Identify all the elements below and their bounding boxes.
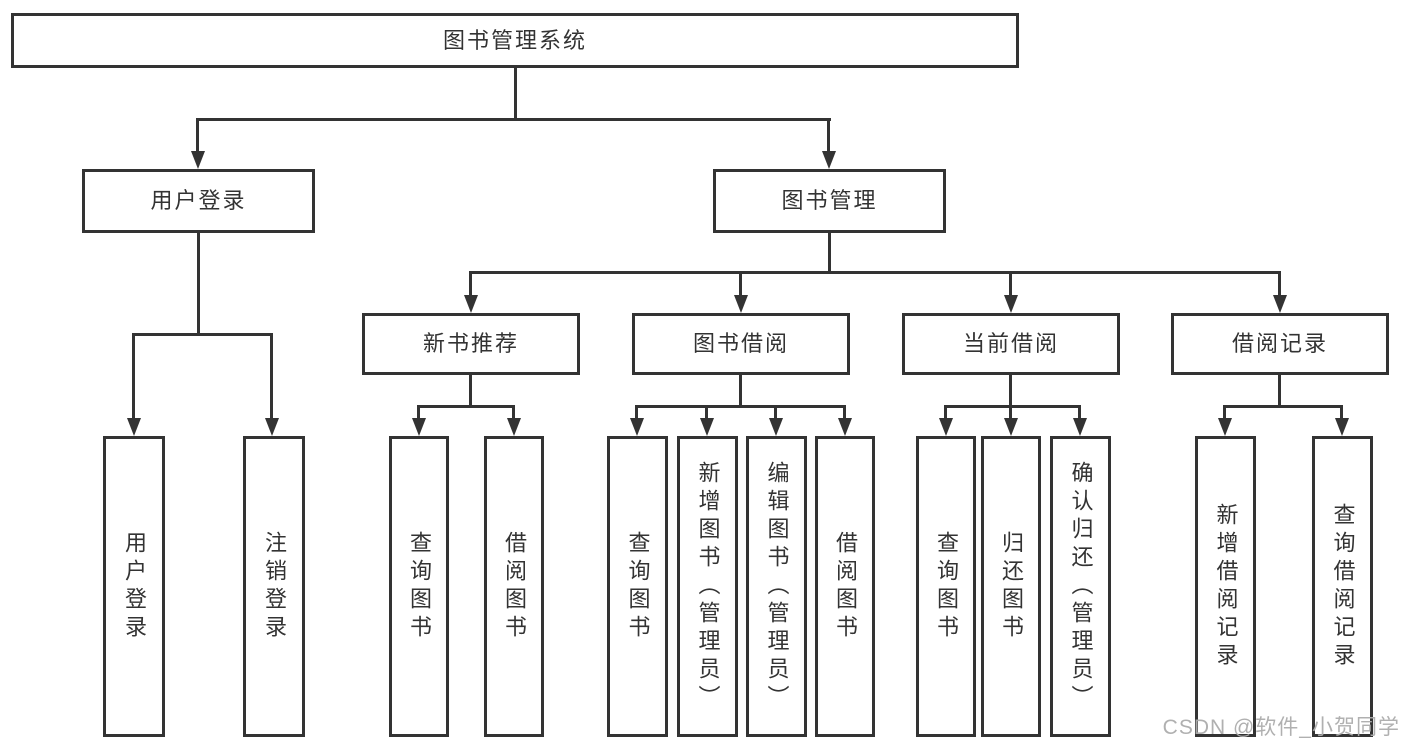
leaf-label: 查询借阅记录 xyxy=(1330,502,1356,671)
csdn-watermark: CSDN @软件_小贺同学 xyxy=(1162,716,1400,739)
leaf-add-borrow-record: 新增借阅记录 xyxy=(1195,436,1256,737)
leaf-user-login: 用户登录 xyxy=(103,436,165,737)
connector-bar xyxy=(636,405,846,408)
node-label: 图书管理 xyxy=(781,188,878,213)
node-label: 新书推荐 xyxy=(422,331,519,356)
connector-stem xyxy=(1278,375,1281,408)
arrow-down-icon xyxy=(822,118,836,169)
arrow-down-icon xyxy=(1335,405,1349,436)
node-library-management-system: 图书管理系统 xyxy=(11,13,1019,68)
leaf-label: 归还图书 xyxy=(999,530,1024,643)
arrow-down-icon xyxy=(507,405,521,436)
arrow-down-icon xyxy=(1004,405,1018,436)
leaf-label: 查询图书 xyxy=(625,530,651,643)
connector-bar xyxy=(418,405,515,408)
arrow-down-icon xyxy=(127,333,141,436)
arrow-down-icon xyxy=(412,405,426,436)
node-label: 图书借阅 xyxy=(692,331,789,356)
leaf-label: 用户登录 xyxy=(122,530,147,643)
arrow-down-icon xyxy=(1273,271,1287,313)
connector-stem xyxy=(739,375,742,408)
connector-root-stem xyxy=(514,68,517,121)
arrow-down-icon xyxy=(1218,405,1232,436)
leaf-label: 借阅图书 xyxy=(833,530,858,643)
leaf-query-books: 查询图书 xyxy=(389,436,449,737)
arrow-down-icon xyxy=(769,405,783,436)
connector-book-management-bar xyxy=(470,271,1281,274)
node-borrowing-records: 借阅记录 xyxy=(1171,313,1389,375)
leaf-label: 注销登录 xyxy=(262,530,287,643)
leaf-borrow-books: 借阅图书 xyxy=(484,436,544,737)
node-book-borrowing: 图书借阅 xyxy=(632,313,850,375)
connector-stem xyxy=(469,375,472,408)
node-new-book-recommendation: 新书推荐 xyxy=(362,313,580,375)
arrow-down-icon xyxy=(464,271,478,313)
arrow-down-icon xyxy=(1004,271,1018,313)
node-label: 用户登录 xyxy=(150,188,247,213)
leaf-edit-books-admin: 编辑图书（管理员） xyxy=(746,436,807,737)
arrow-down-icon xyxy=(700,405,714,436)
connector-stem xyxy=(1009,375,1012,408)
arrow-down-icon xyxy=(630,405,644,436)
arrow-down-icon xyxy=(838,405,852,436)
node-book-management: 图书管理 xyxy=(713,169,946,233)
leaf-label: 编辑图书（管理员） xyxy=(764,460,790,713)
connector-root-bar xyxy=(197,118,831,121)
leaf-confirm-return-admin: 确认归还（管理员） xyxy=(1050,436,1111,737)
node-label: 图书管理系统 xyxy=(442,27,587,53)
leaf-add-books-admin: 新增图书（管理员） xyxy=(677,436,738,737)
node-label: 当前借阅 xyxy=(962,331,1059,356)
leaf-label: 新增图书（管理员） xyxy=(695,460,721,713)
leaf-label: 查询图书 xyxy=(934,530,959,643)
leaf-borrow-books: 借阅图书 xyxy=(815,436,875,737)
leaf-query-books: 查询图书 xyxy=(916,436,976,737)
node-label: 借阅记录 xyxy=(1231,331,1328,356)
connector-bar xyxy=(945,405,1081,408)
arrow-down-icon xyxy=(265,333,279,436)
leaf-query-books: 查询图书 xyxy=(607,436,668,737)
node-current-borrowing: 当前借阅 xyxy=(902,313,1120,375)
connector-user-login-bar xyxy=(133,333,273,336)
arrow-down-icon xyxy=(1073,405,1087,436)
connector-bar xyxy=(1224,405,1343,408)
node-user-login: 用户登录 xyxy=(82,169,315,233)
arrow-down-icon xyxy=(734,271,748,313)
leaf-logout: 注销登录 xyxy=(243,436,305,737)
leaf-label: 查询图书 xyxy=(407,530,432,643)
leaf-query-borrow-record: 查询借阅记录 xyxy=(1312,436,1373,737)
connector-user-login-stem xyxy=(197,233,200,336)
connector-book-management-stem xyxy=(828,233,831,274)
arrow-down-icon xyxy=(939,405,953,436)
leaf-return-books: 归还图书 xyxy=(981,436,1041,737)
leaf-label: 确认归还（管理员） xyxy=(1068,460,1094,713)
leaf-label: 借阅图书 xyxy=(502,530,527,643)
arrow-down-icon xyxy=(191,118,205,169)
leaf-label: 新增借阅记录 xyxy=(1213,502,1239,671)
